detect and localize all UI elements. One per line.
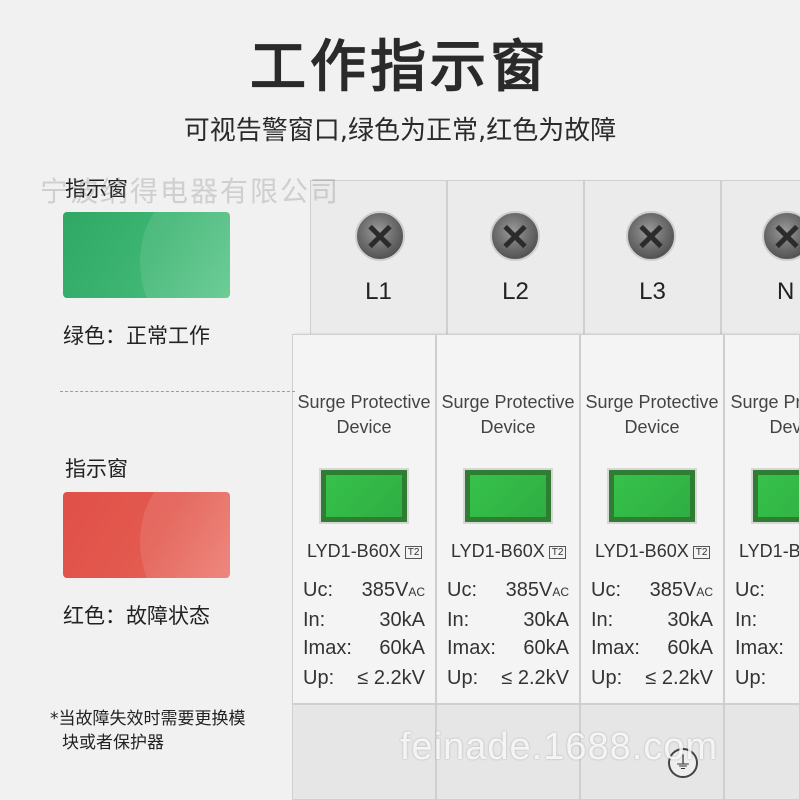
page-subtitle: 可视告警窗口,绿色为正常,红色为故障	[183, 116, 617, 146]
terminal-label-l2: L2	[502, 278, 529, 305]
page-title: 工作指示窗	[250, 35, 550, 100]
spec-up: Up:	[735, 667, 767, 689]
indicator-window	[463, 468, 553, 524]
terminal-label-l1: L1	[365, 278, 392, 305]
screw-icon	[490, 211, 540, 261]
spec-imax: Imax:60kA	[303, 637, 425, 659]
spec-in: In:	[735, 609, 758, 631]
red-indicator-swatch	[63, 492, 230, 578]
indicator-window	[607, 468, 697, 524]
spec-imax: Imax:60kA	[447, 637, 569, 659]
status-normal-label: 绿色：正常工作	[63, 324, 210, 348]
spec-up: Up:≤ 2.2kV	[591, 667, 713, 689]
spec-uc: Uc:385VAC	[303, 579, 425, 601]
bottom-rail	[436, 704, 580, 800]
ground-icon	[668, 748, 698, 778]
model-number: LYD1-B60X	[739, 541, 800, 561]
terminal-block-n: N	[721, 180, 800, 345]
company-watermark: 宁波纳得电器有限公司	[40, 175, 341, 208]
spec-imax: Imax:60kA	[591, 637, 713, 659]
replacement-note: *当故障失效时需要更换模 块或者保护器	[50, 709, 246, 753]
divider	[60, 391, 295, 392]
website-watermark: feinade.1688.com	[400, 726, 719, 768]
terminal-label-l3: L3	[639, 278, 666, 305]
terminal-block-l2: L2	[447, 180, 584, 345]
green-indicator-swatch	[63, 212, 230, 298]
spec-in: In:30kA	[303, 609, 425, 631]
screw-icon	[626, 211, 676, 261]
spec-in: In:30kA	[591, 609, 713, 631]
screw-icon	[355, 211, 405, 261]
spec-uc: Uc:	[735, 579, 765, 601]
spec-up: Up:≤ 2.2kV	[447, 667, 569, 689]
bottom-rail	[292, 704, 436, 800]
indicator-window	[751, 468, 799, 524]
spec-uc: Uc:385VAC	[447, 579, 569, 601]
spec-in: In:30kA	[447, 609, 569, 631]
spec-up: Up:≤ 2.2kV	[303, 667, 425, 689]
terminal-block-l1: L1	[310, 180, 447, 345]
spec-uc: Uc:385VAC	[591, 579, 713, 601]
indicator-caption-red: 指示窗	[65, 457, 128, 481]
terminal-block-l3: L3	[584, 180, 721, 345]
screw-icon	[762, 211, 800, 261]
bottom-rail	[580, 704, 724, 800]
terminal-label-n: N	[777, 278, 795, 305]
bottom-rail	[724, 704, 800, 800]
indicator-window	[319, 468, 409, 524]
indicator-caption-green: 指示窗	[65, 177, 128, 201]
spec-imax: Imax:	[735, 637, 784, 659]
status-fault-label: 红色：故障状态	[63, 604, 210, 628]
